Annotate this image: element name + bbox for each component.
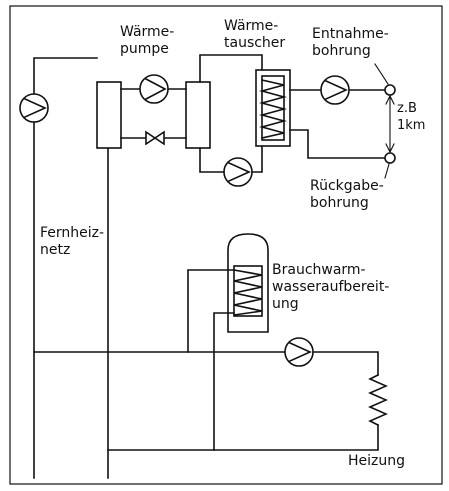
extraction-well-point bbox=[384, 84, 396, 96]
hot-water-coil-box bbox=[233, 265, 263, 317]
heating-pump-icon bbox=[284, 337, 314, 367]
distance-arrow-bottom bbox=[385, 143, 395, 154]
radiator-coil bbox=[368, 373, 388, 427]
hot-water-coil bbox=[233, 269, 263, 316]
return-well-line bbox=[289, 129, 386, 159]
hot-water-label: Brauchwarm- wasseraufbereit- ung bbox=[272, 262, 390, 312]
evaporator-block bbox=[185, 81, 211, 149]
outer-frame bbox=[9, 5, 443, 485]
return-well-point bbox=[384, 152, 396, 164]
distance-arrow-top bbox=[385, 94, 395, 105]
extraction-leader bbox=[374, 63, 389, 85]
expansion-valve-icon bbox=[145, 130, 165, 146]
district-supply-line bbox=[33, 57, 98, 479]
intermediate-supply-line bbox=[199, 54, 263, 83]
extraction-well-label: Entnahme- bohrung bbox=[312, 26, 389, 59]
return-leader bbox=[384, 163, 390, 179]
intermediate-pump-icon bbox=[223, 157, 253, 187]
hot-water-tank bbox=[227, 233, 269, 333]
district-heating-label: Fernheiz- netz bbox=[40, 225, 105, 258]
well-pump-icon bbox=[320, 75, 350, 105]
district-pump-icon bbox=[19, 93, 49, 123]
heating-supply-line bbox=[33, 351, 379, 376]
return-well-label: Rückgabe- bohrung bbox=[310, 178, 384, 211]
distance-label: z.B 1km bbox=[397, 101, 426, 133]
heating-return-line bbox=[107, 424, 379, 451]
heat-exchanger-block bbox=[255, 69, 291, 147]
tank-return-line bbox=[213, 312, 235, 451]
heat-exchanger-label: Wärme- tauscher bbox=[224, 18, 286, 51]
heat-exchanger-coil bbox=[258, 79, 288, 139]
heat-pump-label: Wärme- pumpe bbox=[120, 24, 175, 57]
heat-exchanger-inner bbox=[261, 75, 285, 141]
heating-label: Heizung bbox=[348, 453, 406, 469]
intermediate-return-line bbox=[199, 145, 263, 173]
tank-supply-line bbox=[187, 269, 235, 353]
compressor-pump-icon bbox=[139, 74, 169, 104]
condenser-block bbox=[96, 81, 122, 149]
